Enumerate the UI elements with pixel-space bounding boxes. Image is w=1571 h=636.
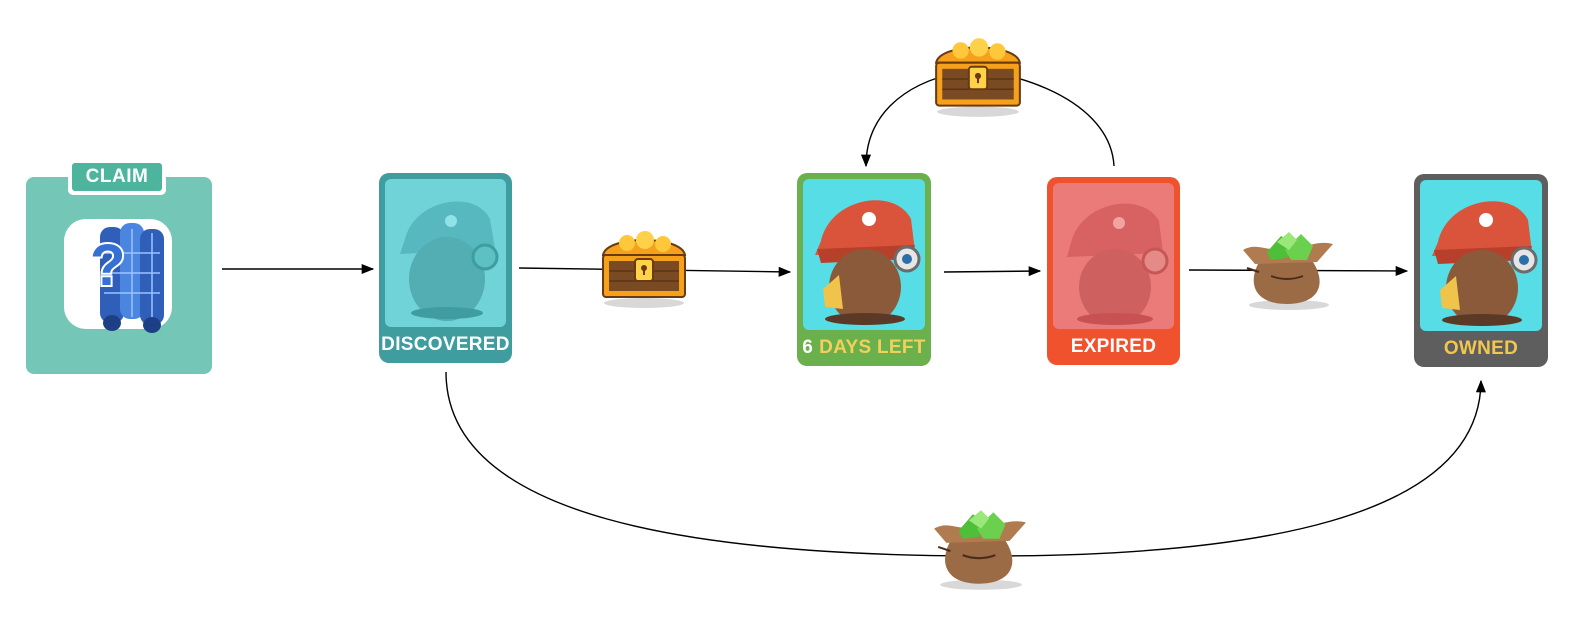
days-left-label: 6 DAYS LEFT — [797, 330, 931, 366]
discovered-art — [385, 179, 506, 327]
claim-label: CLAIM — [72, 163, 162, 191]
claim-node[interactable]: CLAIM ? — [26, 159, 212, 374]
pirate-character-icon — [1053, 183, 1174, 329]
owned-text: OWNED — [1443, 338, 1519, 359]
treasure-map-icon: ? — [64, 219, 172, 333]
gem-bag-icon — [934, 510, 1026, 590]
claim-tab: CLAIM — [68, 159, 166, 195]
gem-bag-icon — [1243, 232, 1333, 310]
owned-label: OWNED — [1414, 331, 1548, 367]
svg-text:?: ? — [90, 233, 125, 298]
pirate-character-icon — [1420, 180, 1542, 331]
gold-chest-icon — [601, 231, 687, 308]
discovered-label: DISCOVERED — [381, 334, 510, 355]
card-owned[interactable]: OWNED — [1414, 174, 1548, 367]
days-left-art — [803, 179, 925, 330]
gold-chest-icon — [934, 38, 1022, 117]
card-days-left[interactable]: 6 DAYS LEFT — [797, 173, 931, 366]
days-left-text: DAYS LEFT — [819, 337, 926, 358]
pirate-character-icon — [803, 179, 925, 330]
days-left-number: 6 — [802, 337, 814, 358]
owned-art — [1420, 180, 1542, 331]
pirate-character-icon — [385, 179, 506, 327]
expired-label: EXPIRED — [1070, 336, 1157, 357]
arrow-days-to-expired — [943, 266, 1042, 277]
card-discovered[interactable]: DISCOVERED — [379, 173, 512, 363]
card-expired[interactable]: EXPIRED — [1047, 177, 1180, 365]
expired-art — [1053, 183, 1174, 329]
